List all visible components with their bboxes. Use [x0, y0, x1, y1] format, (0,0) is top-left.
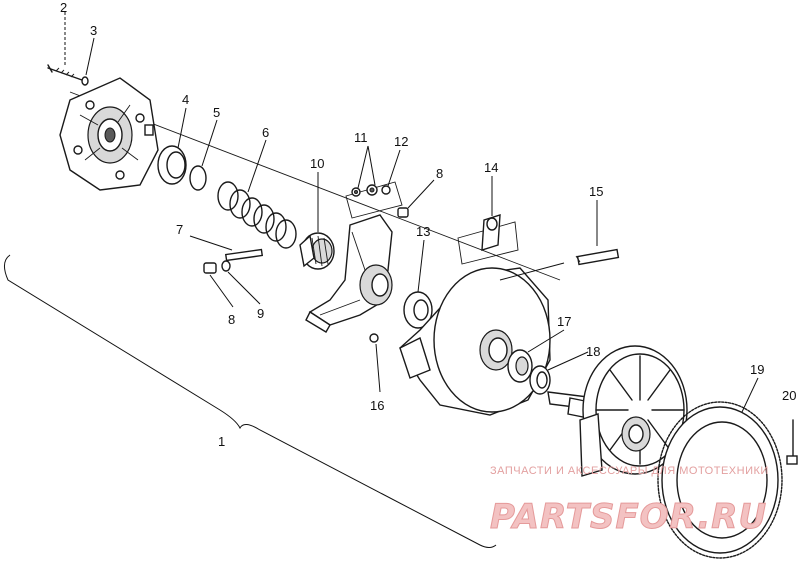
spider-arm-assembly — [305, 214, 393, 333]
callout-4: 4 — [182, 92, 189, 107]
cap-part-8-right — [397, 207, 409, 218]
roller-part-10 — [299, 232, 335, 270]
callout-14: 14 — [484, 160, 498, 175]
callout-12: 12 — [394, 134, 408, 149]
bracket-part-14 — [457, 214, 519, 265]
ring-part-17 — [507, 349, 533, 383]
watermark-brand: PARTSFOR.RU — [490, 497, 767, 537]
callout-8-right: 8 — [436, 166, 443, 181]
callout-17: 17 — [557, 314, 571, 329]
callout-7: 7 — [176, 222, 183, 237]
nut-part-16 — [369, 333, 379, 343]
ring-gear-part-19 — [657, 401, 783, 559]
callout-19: 19 — [750, 362, 764, 377]
nuts-part-11-12 — [345, 181, 403, 219]
watermark-tagline: ЗАПЧАСТИ И АКСЕССУАРЫ ДЛЯ МОТОТЕХНИКИ — [490, 465, 769, 477]
callout-3: 3 — [90, 23, 97, 38]
bolt-part-2 — [47, 64, 83, 81]
snap-ring-part-5 — [189, 165, 207, 191]
screw-part-20 — [786, 419, 798, 465]
callout-10: 10 — [310, 156, 324, 171]
washer-part-9 — [221, 260, 231, 272]
callout-5: 5 — [213, 105, 220, 120]
callout-9: 9 — [257, 306, 264, 321]
leader-lines — [64, 12, 759, 413]
cap-part-8-left — [203, 262, 217, 274]
callout-6: 6 — [262, 125, 269, 140]
pin-part-7 — [224, 248, 264, 262]
bolt-part-15 — [575, 248, 620, 266]
callout-20: 20 — [782, 388, 796, 403]
spring-part-6 — [217, 181, 297, 249]
callout-13: 13 — [416, 224, 430, 239]
callout-18: 18 — [586, 344, 600, 359]
movable-sheave — [399, 267, 551, 416]
callout-8-left: 8 — [228, 312, 235, 327]
callout-11: 11 — [354, 130, 368, 145]
washer-part-13 — [403, 291, 433, 329]
callout-2: 2 — [60, 0, 67, 15]
callout-1: 1 — [218, 434, 225, 449]
fixed-sheave-shaft — [547, 345, 688, 477]
callout-15: 15 — [589, 184, 603, 199]
ring-part-4 — [157, 145, 187, 185]
ring-part-18 — [529, 365, 551, 395]
callout-16: 16 — [370, 398, 384, 413]
washer-part-3 — [81, 76, 89, 86]
cover-housing — [59, 77, 159, 191]
assembly-bracket-1 — [4, 254, 497, 548]
